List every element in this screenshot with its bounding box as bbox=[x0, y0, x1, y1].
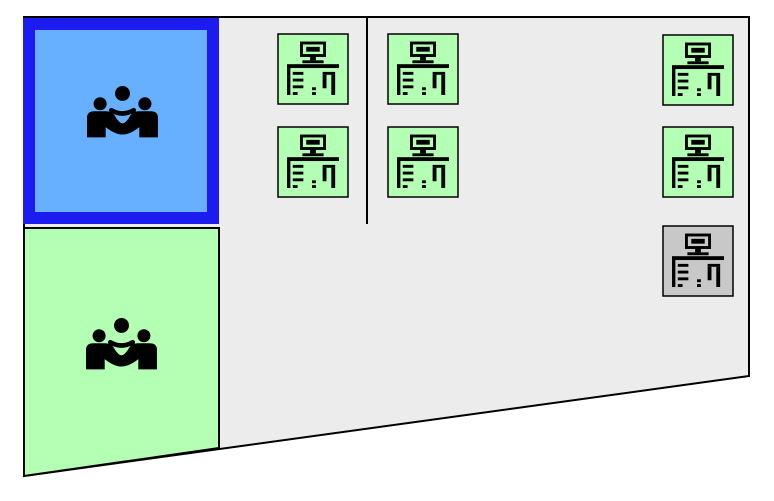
desk-7[interactable] bbox=[662, 225, 734, 297]
desk-group bbox=[277, 33, 734, 297]
desk-2[interactable] bbox=[387, 33, 459, 105]
desk-1[interactable] bbox=[277, 33, 349, 105]
desk-3[interactable] bbox=[277, 126, 349, 198]
desk-5[interactable] bbox=[662, 34, 734, 106]
meeting-room-2[interactable] bbox=[23, 227, 220, 478]
meeting-room-1[interactable] bbox=[23, 18, 219, 224]
desk-4[interactable] bbox=[387, 126, 459, 198]
desk-6[interactable] bbox=[662, 126, 734, 198]
